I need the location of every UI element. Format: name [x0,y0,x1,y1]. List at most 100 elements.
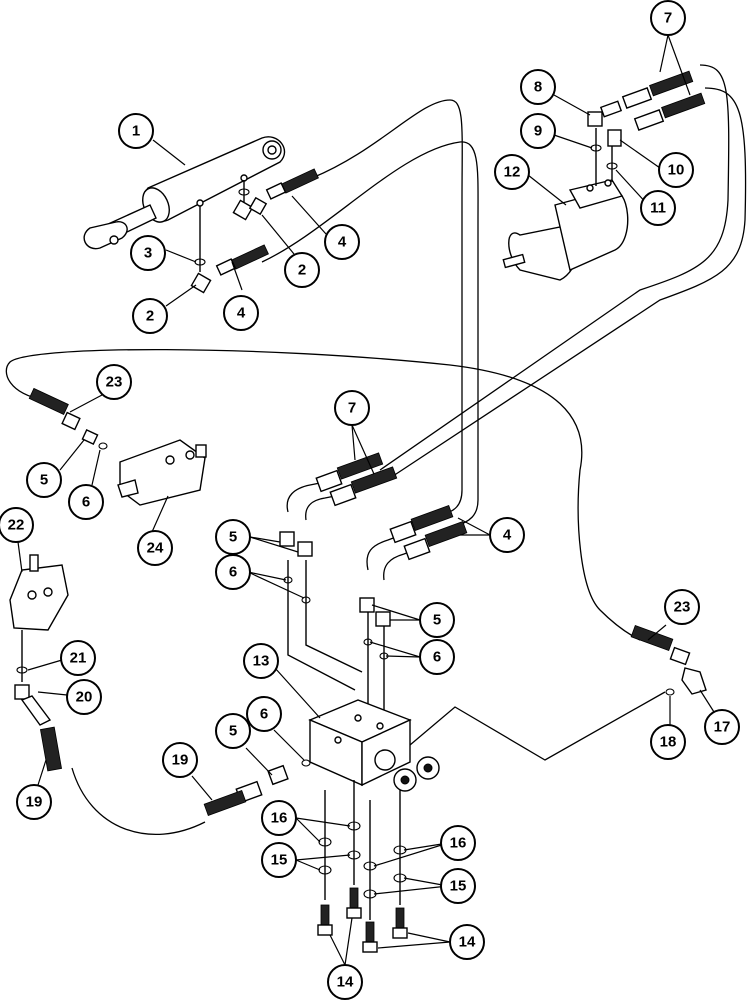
callout-12: 12 [494,154,530,190]
callout-label: 19 [26,794,43,811]
leader-5b-2 [249,536,299,553]
hydraulic-motor [502,179,629,281]
leader-8 [553,94,591,116]
elbow-2-lower [190,272,212,294]
callout-label: 6 [229,564,237,581]
callout-14: 14 [449,924,485,960]
hose-end-19-block [203,790,247,816]
leader-14b-1 [377,941,451,949]
leader-16a-2 [295,817,321,843]
leader-5d [245,747,273,776]
block-port-3 [334,736,342,744]
bend-hose-4-a [366,536,397,571]
callout-label: 2 [146,308,154,325]
valve-24-spool [117,479,139,498]
motor-fittings [587,70,706,186]
pipe-left-2 [305,560,363,673]
callout-6: 6 [68,484,104,520]
leader-2b [261,214,295,255]
bend-hose-4-b [383,550,413,581]
hose-end-4-c [410,505,454,531]
leader-7b-2 [667,34,691,96]
relief-cartridge-c-core [423,763,433,773]
motor-port-b [604,179,612,187]
elbow-8-nut [599,100,623,118]
fitting-20 [14,684,30,700]
leader-19a [191,775,213,801]
bolt-14-d-shank [395,907,405,931]
callout-label: 23 [674,599,691,616]
callout-label: 7 [664,10,672,27]
callout-label: 5 [40,472,48,489]
leader-6b-1 [247,571,287,581]
callout-5: 5 [215,519,251,555]
callout-1: 1 [118,113,154,149]
hose-nut-4-lower [215,258,237,276]
hose-nut-23-right [669,646,691,666]
callout-label: 17 [714,719,731,736]
callout-19: 19 [16,784,52,820]
callout-label: 16 [271,810,288,827]
callout-label: 4 [237,305,246,322]
valve-24-port-b [185,450,195,460]
callout-6: 6 [215,554,251,590]
motor-top-block [568,179,624,209]
callout-10: 10 [658,152,694,188]
callout-label: 15 [450,878,467,895]
callout-4: 4 [324,224,360,260]
callout-label: 6 [260,706,268,723]
callout-label: 16 [450,835,467,852]
leader-23b [647,624,667,641]
callout-label: 14 [337,974,354,991]
callout-17: 17 [704,709,740,745]
elbow-17 [681,667,707,695]
leader-15b-1 [373,885,449,895]
manifold-block-13 [308,699,440,792]
control-valve-22 [9,554,69,772]
leader-17 [699,689,715,713]
hose-nut-7-a [621,87,653,109]
leader-4a [231,261,243,291]
hose-valve24-to-23 [5,348,641,641]
adapter-5-a [279,531,295,547]
leader-4b [291,195,327,235]
block-side-fittings [203,759,311,816]
leader-6a [91,449,101,486]
leader-4c-1 [457,517,491,536]
callout-label: 7 [348,400,356,417]
relief-cartridge-b-core [400,775,410,785]
bolt-14-c-head [362,941,378,953]
callout-label: 21 [70,650,87,667]
leader-14a-2 [344,917,353,966]
hose-end-7-d [350,466,398,494]
bolt-14-d-head [392,927,408,939]
callout-5: 5 [419,602,455,638]
callout-15: 15 [440,868,476,904]
hose-end-4-upper [281,168,319,194]
callout-label: 20 [76,689,93,706]
hose-motor-a [379,64,730,471]
callout-24: 24 [137,530,173,566]
leader-6b-2 [247,571,305,599]
hose-nut-4-d [403,537,431,561]
adapter-5-d [375,611,391,627]
hose-end-19-left [39,726,63,772]
callout-label: 23 [106,374,123,391]
callout-label: 9 [534,123,542,140]
leader-7a-1 [351,424,356,461]
callout-6: 6 [419,639,455,675]
valve-22-port-a [27,590,37,600]
pipe-left-1 [287,560,356,691]
hose-lines [5,64,747,836]
leader-10 [619,139,661,169]
motor-port-a [586,184,594,192]
callout-label: 18 [660,734,677,751]
callout-label: 1 [132,123,140,140]
hose-return-18 [409,691,666,761]
right-fittings [630,625,707,696]
hose-end-4-lower [231,244,269,270]
callout-16: 16 [261,800,297,836]
callout-label: 5 [229,723,237,740]
callout-20: 20 [66,679,102,715]
